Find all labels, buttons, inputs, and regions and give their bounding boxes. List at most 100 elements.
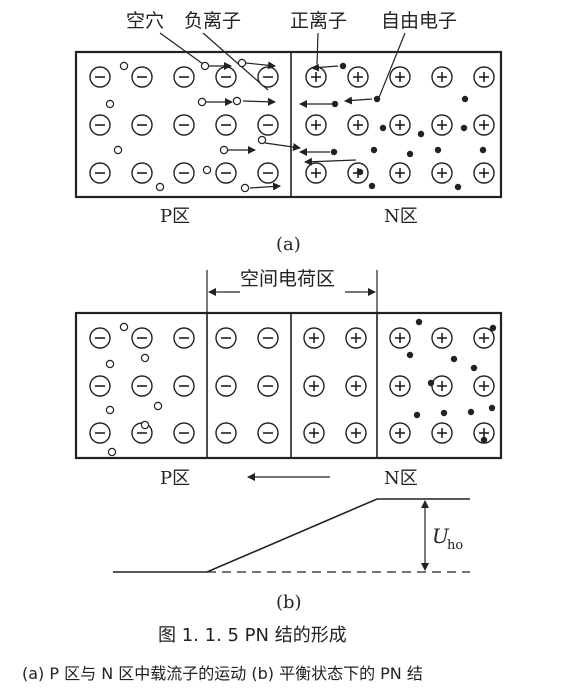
free-electron: [406, 150, 414, 158]
free-electron: [460, 124, 468, 132]
negative-ions-b: [89, 327, 279, 444]
holes-a: [105, 58, 267, 193]
positive-ion: [303, 375, 325, 397]
free-electron: [450, 355, 458, 363]
free-electron: [370, 146, 378, 154]
negative-ion: [215, 114, 237, 136]
negative-ion: [215, 162, 237, 184]
hole: [105, 405, 115, 415]
diagram-b: 空间电荷区 P区 N区 U ho (b): [74, 268, 503, 613]
free-electron: [470, 364, 478, 372]
leader-positive-ion: [316, 32, 319, 65]
free-electron: [488, 404, 496, 412]
negative-ion: [89, 114, 111, 136]
free-electron: [467, 408, 475, 416]
free-electron: [454, 183, 462, 191]
label-n-region-b: N区: [384, 468, 418, 489]
hole: [240, 183, 250, 193]
positive-ions-a: [305, 66, 495, 184]
free-electron: [415, 318, 423, 326]
sub-label-a: (a): [276, 234, 301, 255]
negative-ion: [257, 327, 279, 349]
hole: [107, 447, 117, 457]
hole: [237, 58, 247, 68]
hole: [105, 359, 115, 369]
hole: [119, 322, 129, 332]
carrier-motion-arrow: [344, 96, 373, 105]
positive-ion: [473, 66, 495, 88]
negative-ion: [89, 422, 111, 444]
label-space-charge-region: 空间电荷区: [240, 268, 335, 290]
free-electron: [417, 130, 425, 138]
positive-ion: [431, 422, 453, 444]
label-p-region-a: P区: [160, 206, 190, 227]
negative-ion: [257, 375, 279, 397]
positive-ion: [473, 114, 495, 136]
free-electron: [373, 95, 381, 103]
negative-ion: [131, 114, 153, 136]
positive-ions-b: [303, 327, 495, 444]
negative-ion: [257, 422, 279, 444]
electrons-a: [330, 62, 487, 191]
hole: [140, 420, 150, 430]
positive-ion: [389, 66, 411, 88]
hole: [153, 401, 163, 411]
negative-ion: [257, 162, 279, 184]
figure-caption-subtitle: (a) P 区与 N 区中载流子的运动 (b) 平衡状态下的 PN 结: [22, 664, 423, 683]
leader-free-electron: [377, 32, 406, 101]
free-electron: [480, 436, 488, 444]
label-negative-ion: 负离子: [184, 10, 241, 32]
potential-profile: [113, 498, 470, 573]
free-electron: [440, 409, 448, 417]
positive-ion: [431, 327, 453, 349]
hole: [219, 145, 229, 155]
negative-ion: [173, 162, 195, 184]
negative-ion: [257, 114, 279, 136]
positive-ion: [431, 66, 453, 88]
diagram-a: 空穴 负离子 正离子 自由电子 P区 N区 (a): [74, 10, 503, 255]
sub-label-b: (b): [276, 592, 302, 613]
hole: [232, 96, 242, 106]
positive-ion: [347, 66, 369, 88]
free-electron: [434, 146, 442, 154]
label-free-electron: 自由电子: [381, 10, 457, 32]
negative-ion: [215, 422, 237, 444]
hole: [257, 135, 267, 145]
positive-ion: [347, 114, 369, 136]
positive-ion: [303, 422, 325, 444]
carrier-arrows-a: [206, 61, 373, 191]
positive-ion: [303, 327, 325, 349]
hole: [155, 182, 165, 192]
negative-ion: [173, 66, 195, 88]
positive-ion: [305, 162, 327, 184]
free-electron: [427, 379, 435, 387]
carrier-motion-arrow: [304, 157, 357, 166]
holes-b: [105, 322, 163, 457]
free-electron: [339, 62, 347, 70]
negative-ion: [215, 327, 237, 349]
leader-hole: [159, 32, 204, 65]
positive-ion: [431, 114, 453, 136]
negative-ion: [131, 162, 153, 184]
positive-ion: [473, 375, 495, 397]
negative-ion: [89, 66, 111, 88]
free-electron: [461, 95, 469, 103]
hole: [105, 99, 115, 109]
positive-ion: [473, 327, 495, 349]
positive-ion: [389, 327, 411, 349]
crystal-box-a: [74, 50, 503, 199]
label-n-region-a: N区: [384, 206, 418, 227]
voltage-subscript: ho: [447, 538, 463, 553]
negative-ion: [89, 162, 111, 184]
electrons-b: [406, 318, 497, 444]
positive-ion: [345, 375, 367, 397]
carrier-motion-arrow: [249, 182, 281, 191]
hole: [113, 145, 123, 155]
positive-ion: [305, 114, 327, 136]
positive-ion: [389, 422, 411, 444]
hole: [119, 61, 129, 71]
free-electron: [489, 324, 497, 332]
hole: [200, 61, 210, 71]
negative-ion: [173, 114, 195, 136]
